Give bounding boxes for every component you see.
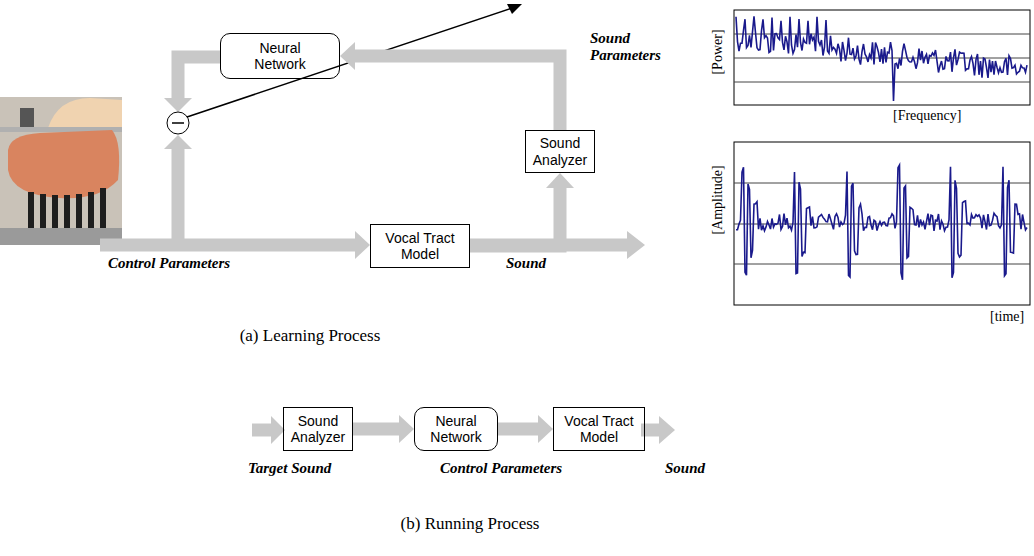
flow-connector: [498, 415, 553, 443]
subtractor-circle: [167, 112, 189, 134]
axis-label: [Power]: [710, 29, 726, 74]
running-output-arrow: [641, 424, 660, 437]
vocal-tract-box: Vocal Tract Model: [553, 407, 645, 451]
branch-arrow: [172, 149, 185, 251]
sound-analyzer-box: Sound Analyzer: [525, 130, 595, 173]
axis-label: [time]: [990, 309, 1024, 325]
connector-line: [354, 56, 560, 130]
signal-label: Target Sound: [248, 460, 331, 477]
box-label: Neural Network: [420, 413, 492, 445]
box-label: Sound Analyzer: [289, 413, 347, 445]
sound-analyzer-box: Sound Analyzer: [283, 407, 353, 451]
minus-sign: [172, 122, 184, 124]
neural-network-box: Neural Network: [220, 33, 340, 79]
control-input-arrow: [100, 239, 356, 252]
arrow-head: [538, 415, 553, 443]
arrow-head: [340, 42, 355, 70]
arrow-head: [355, 231, 370, 259]
arrow-head: [399, 415, 414, 443]
subfigure-caption: (a) Learning Process: [240, 326, 381, 346]
axis-label: [Amplitude]: [710, 165, 726, 234]
arrow-head: [659, 416, 675, 444]
spectrum-trace: [736, 16, 1027, 101]
box-label: Vocal Tract Model: [559, 413, 639, 445]
target-input-arrow: [252, 424, 272, 437]
flow-connector: [470, 173, 574, 246]
signal-label: Sound: [665, 460, 705, 477]
photo-tongue: [8, 130, 119, 198]
waveform-trace: [736, 165, 1027, 280]
vocal-tract-box: Vocal Tract Model: [370, 224, 470, 268]
subfigure-caption: (b) Running Process: [401, 514, 540, 534]
arrow-head: [507, 4, 522, 14]
flow-connector: [340, 42, 560, 130]
waveform-frame: [734, 142, 1030, 305]
arrow-head: [546, 173, 574, 188]
connector-line: [498, 423, 539, 436]
signal-label: Sound: [506, 255, 546, 272]
axis-label: [Frequency]: [893, 108, 961, 124]
neural-network-box: Neural Network: [414, 407, 498, 451]
connector-line: [470, 187, 560, 246]
flow-arrows: [100, 57, 675, 444]
spectrum-frame: [734, 10, 1030, 105]
signal-label: Control Parameters: [108, 255, 230, 272]
box-label: Sound Analyzer: [531, 135, 589, 167]
signal-label: Control Parameters: [440, 460, 562, 477]
arrow-head: [164, 135, 192, 149]
feedback-arrow: [178, 57, 220, 98]
photo-electronics: [20, 108, 34, 128]
box-label: Neural Network: [244, 40, 316, 72]
arrow-head: [627, 231, 645, 259]
connector-line: [353, 423, 400, 436]
robot-photo: [0, 97, 122, 245]
arrow-head: [164, 98, 192, 112]
photo-background: [0, 97, 122, 245]
flow-connector: [353, 415, 414, 443]
signal-label: Sound Parameters: [590, 30, 670, 65]
photo-cover: [48, 98, 122, 128]
box-label: Vocal Tract Model: [377, 230, 463, 262]
photo-actuators: [28, 188, 106, 228]
